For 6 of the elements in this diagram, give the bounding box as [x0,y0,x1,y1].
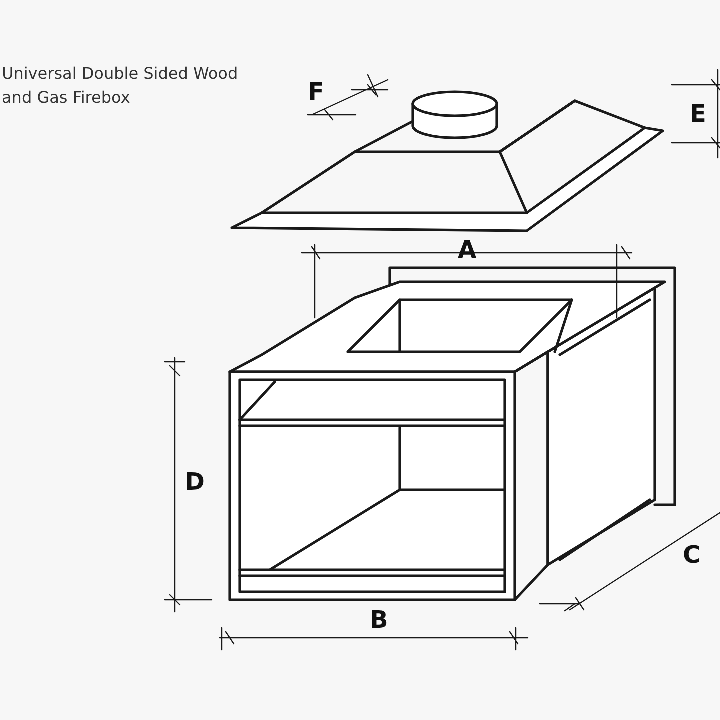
title: Universal Double Sided Wood and Gas Firebox [2,63,240,109]
dimension-label: D [185,470,205,494]
dimension-label: F [308,80,324,104]
dimension-label: C [683,543,701,567]
dimension-label: E [690,102,706,126]
dimension-label: B [370,608,388,632]
